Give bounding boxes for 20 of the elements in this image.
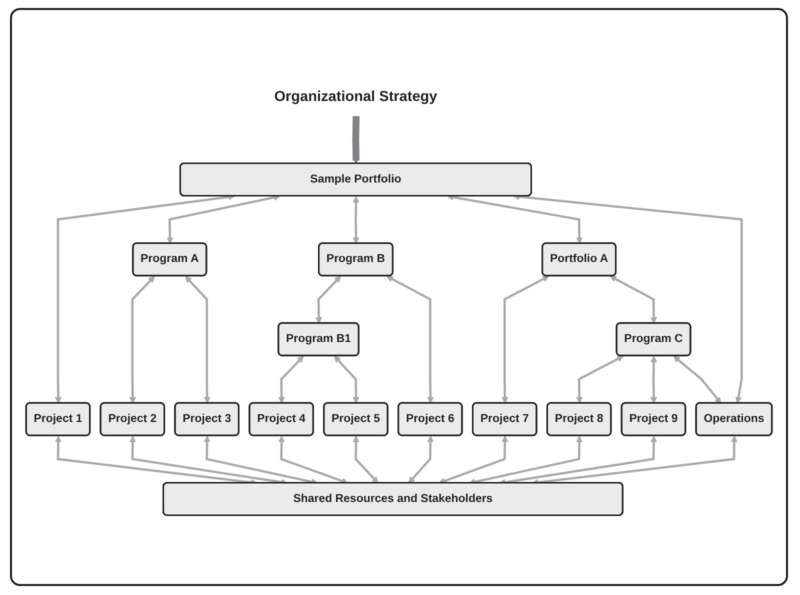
diagram-frame: Organizational Strategy Sample Portfolio Program A Program B Portfolio A Program B1 Program C Project 1 Project 2 Project 3 Project 4 Project 5 Project 6 Project 7 Project 8 Project 9 Operations Shared Resources and Stakeholders (10, 8, 788, 586)
arrow (386, 276, 434, 404)
node-text: Organizational Strategy (274, 88, 438, 105)
arrow (334, 356, 360, 404)
arrow (352, 436, 378, 484)
arrow (278, 436, 348, 484)
arrow (352, 116, 360, 164)
arrow (278, 356, 304, 404)
arrow (502, 276, 550, 404)
arrow (166, 194, 280, 244)
arrow (408, 436, 434, 484)
arrow (315, 276, 342, 324)
arrow (352, 196, 360, 244)
arrow (610, 276, 658, 324)
arrow (129, 276, 155, 404)
arrow (650, 356, 658, 404)
arrow (673, 356, 722, 404)
arrow (438, 436, 508, 484)
arrow (576, 356, 624, 404)
arrow (185, 276, 210, 404)
